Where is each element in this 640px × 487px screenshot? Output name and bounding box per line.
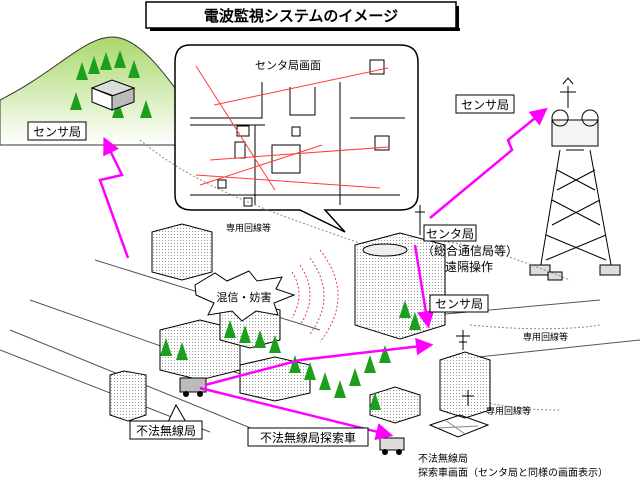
roads xyxy=(0,259,640,441)
label-search-screen-1: 不法無線局 xyxy=(418,452,468,465)
label-sensor-right: センサ局 xyxy=(461,98,509,112)
illegal-van xyxy=(179,377,207,397)
hill-sensor-building xyxy=(90,79,136,111)
label-leased-line-3: 専用回線等 xyxy=(486,405,531,417)
label-sensor-mid: センサ局 xyxy=(435,297,483,311)
label-interference: 混信・妨害 xyxy=(217,290,272,304)
label-search-vehicle: 不法無線局探索車 xyxy=(260,430,356,445)
center-station-label: センタ局 （総合通信局等） 遠隔操作 xyxy=(422,224,518,274)
sensor-tower-right xyxy=(529,77,621,281)
label-search-screen-2: 探索車画面（センタ局と同様の画面表示） xyxy=(418,466,608,479)
label-center-station: センタ局 xyxy=(426,227,474,241)
label-leased-line-2: 専用回線等 xyxy=(523,331,568,343)
hill-trees xyxy=(70,50,152,118)
title-box: 電波監視システムのイメージ xyxy=(145,1,460,31)
sensor-antennas xyxy=(456,330,474,406)
hill-sensor-site xyxy=(0,36,211,146)
signal-arrows xyxy=(98,107,548,441)
interference-waves xyxy=(291,249,339,343)
search-vehicle xyxy=(379,437,405,455)
page-title: 電波監視システムのイメージ xyxy=(204,7,398,25)
label-illegal-station: 不法無線局 xyxy=(136,423,196,438)
label-sensor-left: センサ局 xyxy=(33,125,81,139)
center-screen-bubble: センタ局画面 xyxy=(174,44,419,233)
screen-map xyxy=(190,59,405,207)
label-center-station-sub: （総合通信局等） xyxy=(422,243,518,258)
screen-direction-lines xyxy=(195,65,389,191)
label-remote-operation: 遠隔操作 xyxy=(445,259,493,274)
interference-burst: 混信・妨害 xyxy=(194,270,296,322)
search-vehicle-screen xyxy=(428,414,490,438)
screen-title: センタ局画面 xyxy=(255,59,321,72)
illegal-station-label: 不法無線局 xyxy=(129,403,203,440)
label-leased-line-1: 専用回線等 xyxy=(226,222,271,234)
